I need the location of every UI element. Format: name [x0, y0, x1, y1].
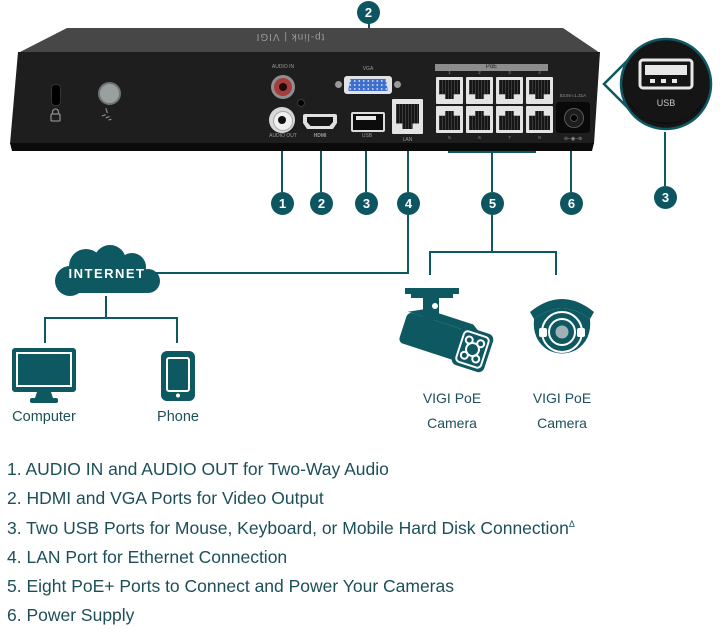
- bullet-camera-icon: [399, 288, 494, 373]
- polarity-label: ⊖–◉–⊕: [563, 136, 583, 142]
- poe-port-3: [496, 77, 523, 104]
- internet-label: INTERNET: [69, 266, 146, 281]
- note-5: 5. Eight PoE+ Ports to Connect and Power…: [7, 575, 454, 596]
- usb-magnifier: USB: [602, 37, 713, 131]
- line-callout2-bottom: [320, 143, 322, 192]
- bullet-camera-label: VIGI PoE Camera: [422, 390, 482, 431]
- poe-num-4: 4: [538, 70, 541, 75]
- line-to-bullet-camera: [429, 251, 431, 275]
- lan-label: LAN: [402, 137, 413, 143]
- usb-rear-label: USB: [361, 133, 373, 139]
- vga-screw-left: [335, 81, 342, 88]
- poe-num-5: 5: [448, 135, 451, 140]
- audio-out-jack: [269, 107, 295, 133]
- usb-rear-port: [351, 112, 385, 132]
- poe-num-2: 2: [478, 70, 481, 75]
- callout-2-hdmi: 2: [310, 192, 333, 215]
- ground-symbol-icon: [101, 108, 112, 121]
- phone-label: Phone: [157, 409, 199, 425]
- nvr-top-face: [18, 28, 600, 53]
- power-rating-label: 53.5V=1.31A: [559, 93, 587, 98]
- power-jack: [556, 102, 590, 133]
- poe-num-7: 7: [508, 135, 511, 140]
- audio-in-jack: [271, 75, 295, 99]
- line-callout5-upper: [491, 151, 493, 192]
- callout-3-usb: 3: [355, 192, 378, 215]
- phone-icon: [161, 351, 195, 401]
- callout-2-vga: 2: [357, 1, 380, 24]
- line-cloud-stem: [105, 296, 107, 319]
- hdmi-label: HDMI: [313, 133, 327, 139]
- poe-num-6: 6: [478, 135, 481, 140]
- note-4: 4. LAN Port for Ethernet Connection: [7, 546, 288, 567]
- line-camera-bracket: [429, 251, 557, 253]
- poe-port-5: [436, 106, 463, 133]
- line-callout3-front: [664, 132, 666, 186]
- internet-cloud: INTERNET: [55, 245, 160, 296]
- line-callout5-lower: [491, 215, 493, 253]
- line-cloud-branch: [44, 317, 178, 319]
- callout-5-poe: 5: [481, 192, 504, 215]
- line-to-computer: [44, 317, 46, 343]
- tplink-vigi-logo: tp-link | VIGI: [255, 31, 325, 42]
- note-1: 1. AUDIO IN and AUDIO OUT for Two-Way Au…: [7, 458, 389, 479]
- poe-num-1: 1: [448, 70, 451, 75]
- vga-port: [344, 76, 392, 94]
- reset-pinhole: [297, 99, 305, 107]
- line-callout4-lower: [407, 215, 409, 274]
- vga-screw-right: [394, 81, 401, 88]
- line-callout6: [570, 143, 572, 192]
- note-3: 3. Two USB Ports for Mouse, Keyboard, or…: [7, 517, 575, 538]
- audio-in-label: AUDIO IN: [271, 64, 295, 70]
- line-callout3: [365, 143, 367, 192]
- line-callout1: [281, 143, 283, 192]
- magnifier-circle: [619, 37, 713, 131]
- nvr-bottom-edge: [10, 143, 594, 151]
- line-to-dome-camera: [555, 251, 557, 275]
- audio-out-label: AUDIO OUT: [269, 133, 297, 139]
- lock-icon: [50, 108, 61, 122]
- vga-label: VGA: [362, 66, 374, 72]
- kensington-slot: [51, 84, 61, 106]
- ground-screw: [98, 82, 121, 105]
- poe-port-4: [526, 77, 553, 104]
- line-to-phone: [176, 317, 178, 343]
- hdmi-port: [303, 114, 337, 129]
- callout-1-audio: 1: [271, 192, 294, 215]
- magnifier-usb-label: USB: [657, 98, 676, 108]
- callout-6-power: 6: [560, 192, 583, 215]
- poe-port-6: [466, 106, 493, 133]
- lan-port: [392, 99, 423, 134]
- callout-4-lan: 4: [397, 192, 420, 215]
- poe-port-8: [526, 106, 553, 133]
- callout-3-usb-front: 3: [654, 186, 677, 209]
- dome-camera-icon: [530, 299, 594, 354]
- line-internet-to-lan: [150, 272, 409, 274]
- poe-num-8: 8: [538, 135, 541, 140]
- poe-port-7: [496, 106, 523, 133]
- note-6: 6. Power Supply: [7, 604, 135, 625]
- dome-camera-label: VIGI PoE Camera: [532, 390, 592, 431]
- poe-port-2: [466, 77, 493, 104]
- poe-bar: PoE: [435, 64, 548, 71]
- poe-port-1: [436, 77, 463, 104]
- usb-connector: [638, 58, 694, 90]
- computer-icon: [12, 348, 76, 403]
- computer-label: Computer: [12, 409, 76, 425]
- line-callout4-upper: [407, 143, 409, 192]
- note-2: 2. HDMI and VGA Ports for Video Output: [7, 487, 324, 508]
- poe-num-3: 3: [508, 70, 511, 75]
